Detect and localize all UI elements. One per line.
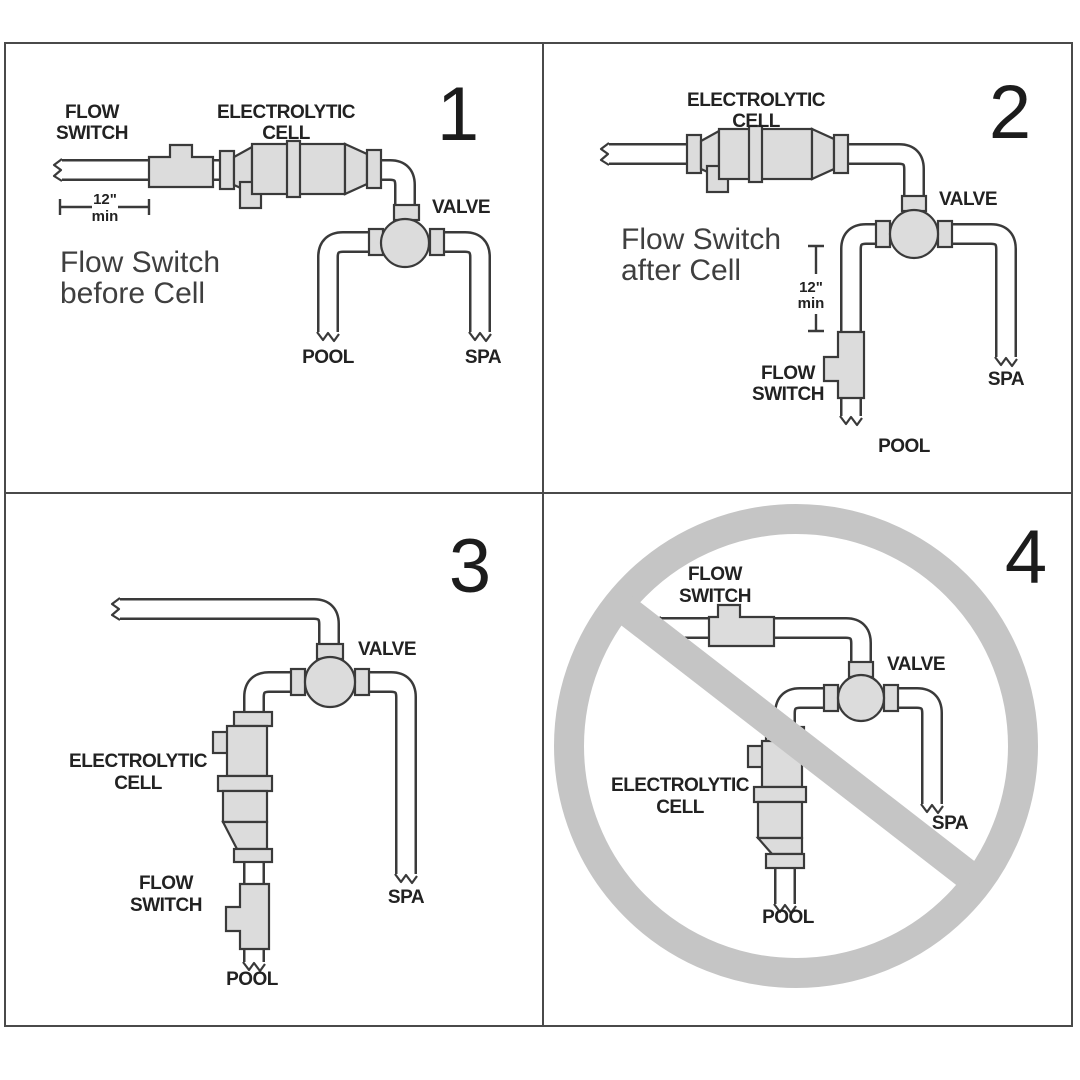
panel-3-vertical-cell: 3 VALVE ELECTROLYTIC CELL FLOW SWITCH PO… bbox=[6, 494, 542, 1025]
panel-4-diagram: 4 FLOW SWITCH VALVE ELECTROLYTIC CELL PO… bbox=[554, 504, 1047, 988]
flow-switch-shape bbox=[707, 603, 776, 648]
electrolytic-cell-label: ELECTROLYTIC bbox=[217, 102, 356, 123]
supply-pipe bbox=[599, 142, 925, 214]
electrolytic-cell-shape bbox=[218, 139, 383, 210]
flow-switch-label: FLOW bbox=[688, 564, 742, 585]
dimension-unit: min bbox=[92, 208, 119, 225]
spa-label: SPA bbox=[388, 887, 425, 908]
electrolytic-cell-label: ELECTROLYTIC bbox=[687, 90, 826, 111]
valve-label: VALVE bbox=[432, 197, 490, 218]
pool-pipe bbox=[242, 671, 299, 973]
pool-pipe bbox=[316, 231, 376, 343]
spa-label: SPA bbox=[988, 369, 1025, 390]
spa-pipe bbox=[894, 687, 944, 815]
dimension-value: 12" bbox=[93, 191, 117, 208]
spa-label: SPA bbox=[932, 813, 969, 834]
panel-2-flow-switch-after-cell: 12" min ELECTROLYTIC CELL 2 VALVE Flow S… bbox=[544, 44, 1071, 492]
electrolytic-cell-label: CELL bbox=[114, 773, 163, 794]
dimension-12in-min: 12" min bbox=[58, 191, 151, 225]
flow-switch-label: SWITCH bbox=[130, 895, 202, 916]
panel-number: 3 bbox=[449, 524, 491, 609]
caption: after Cell bbox=[621, 254, 741, 287]
flow-switch-label: FLOW bbox=[761, 363, 815, 384]
spa-label: SPA bbox=[465, 347, 502, 368]
electrolytic-cell-shape bbox=[685, 124, 850, 194]
electrolytic-cell-label: CELL bbox=[732, 111, 781, 132]
panel-2-labels: ELECTROLYTIC CELL 2 VALVE Flow Switch af… bbox=[621, 70, 1031, 457]
panel-1-flow-switch-before-cell: 12" min FLOW SWITCH ELECTROLYTIC CELL 1 … bbox=[6, 44, 542, 492]
pipe-break-icon bbox=[773, 903, 797, 915]
caption: Flow Switch bbox=[621, 223, 781, 256]
valve-shape bbox=[289, 642, 371, 709]
panel-1-labels: FLOW SWITCH ELECTROLYTIC CELL 1 VALVE Fl… bbox=[56, 72, 502, 368]
panel-number: 2 bbox=[989, 70, 1031, 155]
dimension-12in-min: 12" min bbox=[798, 244, 825, 333]
flow-switch-label: FLOW bbox=[65, 102, 119, 123]
pool-label: POOL bbox=[302, 347, 355, 368]
electrolytic-cell-label: CELL bbox=[262, 123, 311, 144]
panel-2-diagram: 12" min ELECTROLYTIC CELL 2 VALVE Flow S… bbox=[599, 70, 1031, 457]
flow-switch-label: SWITCH bbox=[679, 586, 751, 607]
panel-3-diagram: 3 VALVE ELECTROLYTIC CELL FLOW SWITCH PO… bbox=[69, 524, 491, 990]
dimension-value: 12" bbox=[799, 279, 823, 296]
electrolytic-cell-label: ELECTROLYTIC bbox=[611, 775, 750, 796]
panel-4-prohibited-configuration: 4 FLOW SWITCH VALVE ELECTROLYTIC CELL PO… bbox=[544, 494, 1071, 1025]
supply-pipe bbox=[52, 158, 416, 222]
horizontal-divider bbox=[6, 492, 1071, 494]
valve-shape bbox=[874, 194, 954, 260]
vertical-divider bbox=[542, 44, 544, 1025]
valve-label: VALVE bbox=[939, 189, 997, 210]
diagram-frame: 12" min FLOW SWITCH ELECTROLYTIC CELL 1 … bbox=[4, 42, 1073, 1027]
pipe-break-icon bbox=[242, 961, 266, 973]
flow-switch-shape bbox=[224, 882, 271, 951]
caption: before Cell bbox=[60, 277, 205, 310]
flow-switch-shape bbox=[822, 330, 866, 400]
pool-label: POOL bbox=[762, 907, 815, 928]
valve-label: VALVE bbox=[358, 639, 416, 660]
pipe-break-icon bbox=[994, 356, 1018, 368]
pool-pipe bbox=[773, 687, 834, 915]
pool-pipe bbox=[839, 223, 884, 427]
panel-3-labels: 3 VALVE ELECTROLYTIC CELL FLOW SWITCH PO… bbox=[69, 524, 491, 990]
spa-pipe bbox=[437, 231, 492, 343]
pipe-break-icon bbox=[52, 158, 63, 182]
valve-shape bbox=[822, 660, 900, 723]
flow-switch-shape bbox=[147, 143, 215, 189]
panel-4-labels: 4 FLOW SWITCH VALVE ELECTROLYTIC CELL PO… bbox=[611, 515, 1047, 928]
electrolytic-cell-label: CELL bbox=[656, 797, 705, 818]
pipe-break-icon bbox=[468, 331, 492, 343]
electrolytic-cell-shape bbox=[211, 710, 274, 864]
panel-number: 1 bbox=[437, 72, 479, 157]
spa-pipe bbox=[362, 671, 418, 885]
pipe-break-icon bbox=[599, 142, 610, 166]
pipe-break-icon bbox=[316, 331, 340, 343]
pool-label: POOL bbox=[878, 436, 931, 457]
electrolytic-cell-label: ELECTROLYTIC bbox=[69, 751, 208, 772]
pipe-break-icon bbox=[110, 597, 121, 621]
flow-switch-label: FLOW bbox=[139, 873, 193, 894]
panel-1-diagram: 12" min FLOW SWITCH ELECTROLYTIC CELL 1 … bbox=[52, 72, 502, 368]
pool-label: POOL bbox=[226, 969, 279, 990]
valve-shape bbox=[367, 203, 446, 269]
pipe-break-icon bbox=[839, 415, 863, 427]
flow-switch-label: SWITCH bbox=[752, 384, 824, 405]
spa-pipe bbox=[944, 223, 1018, 368]
dimension-unit: min bbox=[798, 295, 825, 312]
flow-switch-label: SWITCH bbox=[56, 123, 128, 144]
panel-number: 4 bbox=[1005, 515, 1047, 600]
caption: Flow Switch bbox=[60, 246, 220, 279]
valve-label: VALVE bbox=[887, 654, 945, 675]
pipe-break-icon bbox=[394, 873, 418, 885]
supply-pipe bbox=[110, 597, 340, 660]
prohibition-icon bbox=[554, 504, 1038, 988]
pipe-break-icon bbox=[920, 803, 944, 815]
